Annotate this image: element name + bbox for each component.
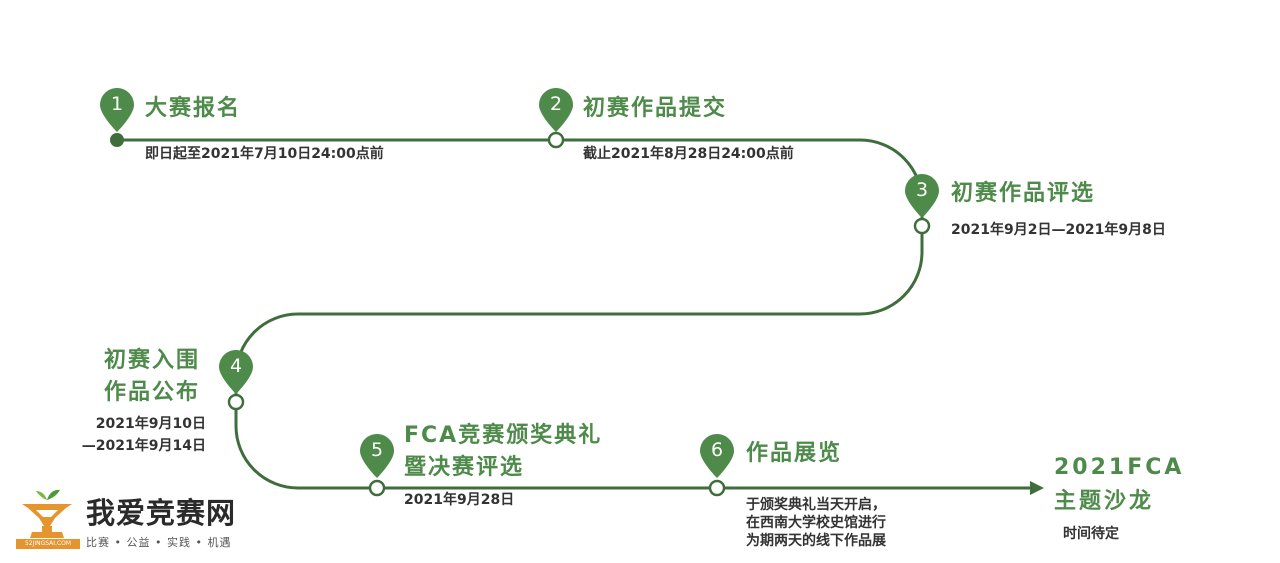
stage-5-number: 5	[370, 439, 384, 461]
stage-6-number: 6	[710, 439, 724, 461]
stage-1-number: 1	[110, 93, 124, 115]
stage-1-pin-icon: 1	[100, 88, 134, 132]
logo-name: 我爱竞赛网	[86, 496, 237, 530]
stage-5-title-line-2: 暨决赛评选	[404, 455, 525, 480]
stage-3-pin-icon: 3	[905, 174, 939, 218]
stage-6-desc-line-2: 在西南大学校史馆进行	[746, 515, 886, 531]
stage-4-title-line-2: 作品公布	[103, 380, 200, 405]
stage-2-title: 初赛作品提交	[583, 96, 728, 121]
stage-4-ring	[227, 393, 245, 411]
site-logo: 52JINGSAI.COM 我爱竞赛网 比赛 • 公益 • 实践 • 机遇	[14, 486, 264, 556]
stage-4-date-line-2: —2021年9月14日	[81, 438, 206, 454]
stage-2-number: 2	[549, 93, 563, 115]
stage-2-ring	[547, 131, 565, 149]
stage-4-date-line-1: 2021年9月10日	[95, 416, 206, 432]
stage-3-title: 初赛作品评选	[951, 181, 1096, 206]
stage-6-desc-line-1: 于颁奖典礼当天开启，	[746, 497, 886, 513]
stage-2-date: 截止2021年8月28日24:00点前	[583, 146, 794, 162]
stage-4-number: 4	[229, 355, 243, 377]
stage-6-title: 作品展览	[746, 441, 843, 466]
stage-4-pin-icon: 4	[219, 350, 253, 394]
stage-6-ring	[708, 479, 726, 497]
stage-5-pin-icon: 5	[360, 434, 394, 478]
stage-6-desc-line-3: 为期两天的线下作品展	[746, 533, 886, 549]
stage-4-title-line-1: 初赛入围	[103, 348, 200, 373]
stage-3-number: 3	[915, 179, 929, 201]
stage-3-ring	[913, 217, 931, 235]
trophy-logo-icon	[22, 489, 72, 538]
stage-1-dot	[110, 133, 124, 147]
logo-domain: 52JINGSAI.COM	[16, 539, 80, 549]
stage-3-date: 2021年9月2日—2021年9月8日	[951, 222, 1166, 238]
arrow-head-icon	[1030, 481, 1044, 495]
stage-5-title-line-1: FCA竞赛颁奖典礼	[404, 423, 603, 448]
stage-6-pin-icon: 6	[700, 434, 734, 478]
stage-5-date: 2021年9月28日	[404, 492, 515, 508]
stage-2-pin-icon: 2	[539, 88, 573, 132]
stage-1-date: 即日起至2021年7月10日24:00点前	[145, 146, 384, 162]
end-title-line-2: 主题沙龙	[1054, 489, 1155, 514]
end-note: 时间待定	[1063, 526, 1119, 542]
stage-5-ring	[368, 479, 386, 497]
logo-slogan: 比赛 • 公益 • 实践 • 机遇	[86, 536, 232, 549]
end-title-line-1: 2021FCA	[1054, 455, 1185, 480]
stage-1-title: 大赛报名	[145, 96, 242, 121]
